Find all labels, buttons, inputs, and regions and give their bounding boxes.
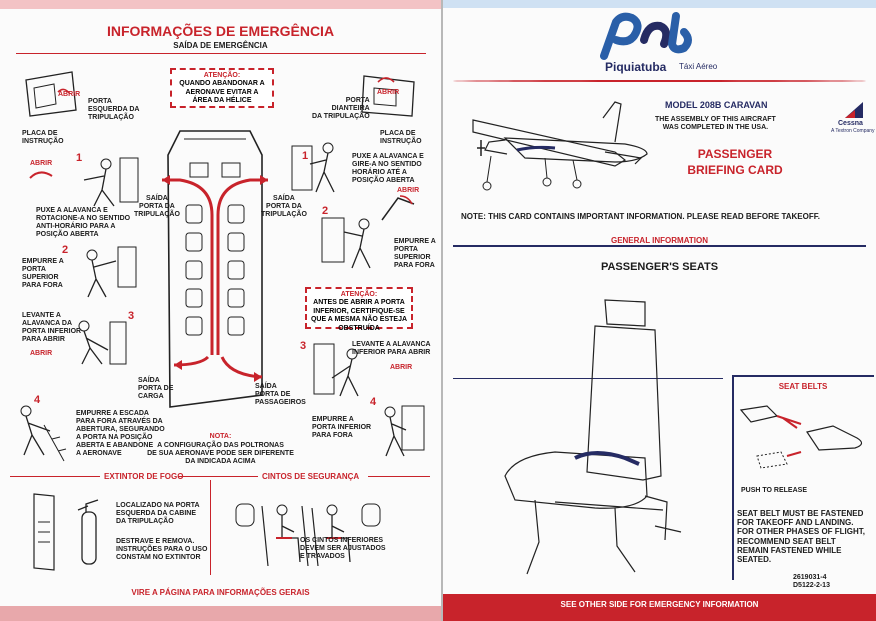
divider	[210, 480, 211, 575]
warning-text: ANTES DE ABRIR A PORTA INFERIOR, CERTIFI…	[310, 299, 408, 332]
person-lever-illustration	[78, 320, 127, 365]
general-info-heading: GENERAL INFORMATION	[443, 236, 876, 245]
assembly-text: THE ASSEMBLY OF THIS AIRCRAFT WAS COMPLE…	[655, 116, 776, 132]
divider	[16, 53, 426, 54]
step-number: 4	[370, 396, 377, 408]
company-logo	[600, 12, 692, 60]
label-saida-trip-right: SAÍDA PORTA DA TRIPULAÇÃO	[261, 195, 307, 219]
fire-ext-instructions: DESTRAVE E REMOVA. INSTRUÇÕES PARA O USO…	[116, 538, 208, 562]
left-footer: VIRE A PÁGINA PARA INFORMAÇÕES GERAIS	[131, 588, 310, 597]
logo-text: Piquiatuba	[605, 60, 667, 74]
handle-icon	[381, 195, 415, 221]
emergency-subtitle: SAÍDA DE EMERGÊNCIA	[173, 41, 268, 50]
top-tint	[0, 0, 441, 9]
person-stairs-illustration	[20, 405, 67, 462]
label-saida-carga: SAÍDA PORTA DE CARGA	[138, 377, 174, 401]
aircraft-illustration	[472, 101, 648, 191]
step-number: 3	[128, 310, 135, 322]
step-number: 3	[300, 340, 307, 352]
right-door-illustration	[361, 75, 415, 117]
footer-bar	[443, 594, 876, 621]
step-number: 2	[322, 205, 329, 217]
buckle-illustration	[739, 405, 863, 469]
fire-extinguisher-illustration	[33, 493, 99, 571]
abrir-label: ABRIR	[377, 89, 400, 96]
bottom-tint	[0, 606, 441, 621]
divider	[368, 476, 430, 477]
seat-belt-text: SEAT BELT MUST BE FASTENED FOR TAKEOFF A…	[737, 509, 866, 564]
step-text: EMPURRE A PORTA SUPERIOR PARA FORA	[394, 238, 436, 270]
step-text: LEVANTE A ALAVANCA DA PORTA INFERIOR PAR…	[22, 312, 82, 344]
step-text: EMPURRE A PORTA INFERIOR PARA FORA	[312, 416, 372, 440]
propeller-warning: ATENÇÃO: QUANDO ABANDONAR A AERONAVE EVI…	[170, 68, 274, 108]
step-text: EMPURRE A PORTA SUPERIOR PARA FORA	[22, 258, 64, 290]
cessna-name: Cessna	[838, 120, 863, 127]
abrir-label: ABRIR	[58, 91, 81, 98]
seats-heading: PASSENGER'S SEATS	[600, 261, 719, 273]
step-text: PUXE A ALAVANCA E ROTACIONE-A NO SENTIDO…	[36, 207, 131, 239]
emergency-title: INFORMAÇÕES DE EMERGÊNCIA	[106, 23, 335, 39]
fire-ext-heading: EXTINTOR DE FOGO	[104, 472, 184, 481]
card-note: NOTE: THIS CARD CONTAINS IMPORTANT INFOR…	[461, 212, 820, 221]
door-warning: ATENÇÃO: ANTES DE ABRIR A PORTA INFERIOR…	[305, 287, 413, 332]
divider	[453, 378, 723, 379]
divider	[453, 245, 866, 247]
push-to-release: PUSH TO RELEASE	[741, 487, 807, 494]
briefing-title: PASSENGER BRIEFING CARD	[687, 147, 783, 177]
cabin-diagram	[162, 130, 268, 408]
left-door-illustration	[25, 71, 77, 117]
divider	[178, 476, 258, 477]
divider	[10, 476, 100, 477]
doc-codes: 2619031-4 D5122-2-13	[793, 574, 830, 590]
passenger-seat-illustration	[504, 299, 682, 575]
step-text: EMPURRE A ESCADA PARA FORA ATRAVÉS DA AB…	[76, 410, 165, 458]
note-heading: NOTA:	[209, 433, 232, 440]
step-number: 4	[34, 394, 41, 406]
person-push-illustration	[321, 217, 371, 269]
warning-text: QUANDO ABANDONAR A AERONAVE EVITAR A ÁRE…	[179, 80, 265, 105]
label-placa-left: PLACA DE INSTRUÇÃO	[22, 130, 64, 146]
belts-text: OS CINTOS INFERIORES DEVEM SER AJUSTADOS…	[300, 537, 386, 561]
person-door-illustration	[291, 142, 335, 193]
person-door-illustration	[29, 157, 139, 207]
emergency-panel: INFORMAÇÕES DE EMERGÊNCIA SAÍDA DE EMERG…	[0, 0, 441, 621]
right-footer: SEE OTHER SIDE FOR EMERGENCY INFORMATION	[560, 600, 759, 609]
model-name: MODEL 208B CARAVAN	[665, 100, 768, 110]
note-text: A CONFIGURAÇÃO DAS POLTRONAS DE SUA AERO…	[147, 442, 294, 466]
step-number: 1	[302, 150, 309, 162]
abrir-label: ABRIR	[390, 364, 413, 371]
step-text: LEVANTE A ALAVANCA INFERIOR PARA ABRIR	[352, 341, 431, 357]
seated-passengers-illustration	[235, 503, 381, 567]
label-saida-trip-left: SAÍDA PORTA DA TRIPULAÇÃO	[134, 195, 180, 219]
seat-belts-heading: SEAT BELTS	[778, 382, 828, 391]
logo-sub: Táxi Aéreo	[679, 62, 718, 71]
card-fold	[441, 0, 443, 621]
abrir-label: ABRIR	[30, 350, 53, 357]
step-number: 2	[62, 244, 69, 256]
seat-belt-box	[732, 375, 874, 580]
abrir-label: ABRIR	[397, 187, 420, 194]
person-exit-illustration	[384, 405, 425, 457]
step-text: PUXE A ALAVANCA E GIRE-A NO SENTIDO HORÁ…	[352, 153, 424, 185]
label-saida-passageiros: SAÍDA PORTA DE PASSAGEIROS	[255, 383, 306, 407]
top-tint	[443, 0, 876, 8]
cessna-logo	[845, 102, 863, 118]
briefing-panel: Piquiatuba Táxi Aéreo MODEL 208B CARAVAN…	[443, 0, 876, 621]
warning-heading: ATENÇÃO:	[203, 72, 241, 79]
header-curve	[453, 80, 866, 82]
person-push-illustration	[86, 246, 137, 298]
person-lever-illustration	[313, 343, 359, 397]
warning-heading: ATENÇÃO:	[340, 291, 378, 298]
belts-heading: CINTOS DE SEGURANÇA	[262, 472, 360, 481]
general-info-label: GENERAL INFORMATION	[604, 236, 715, 245]
label-porta-dianteira: PORTA DIANTEIRA DA TRIPULAÇÃO	[312, 97, 370, 121]
step-number: 1	[76, 152, 83, 164]
fire-ext-location: LOCALIZADO NA PORTA ESQUERDA DA CABINE D…	[116, 502, 200, 526]
label-porta-esquerda: PORTA ESQUERDA DA TRIPULAÇÃO	[88, 98, 140, 122]
abrir-label: ABRIR	[30, 160, 53, 167]
label-placa-right: PLACA DE INSTRUÇÃO	[380, 130, 422, 146]
cessna-sub: A Textron Company	[831, 128, 875, 134]
